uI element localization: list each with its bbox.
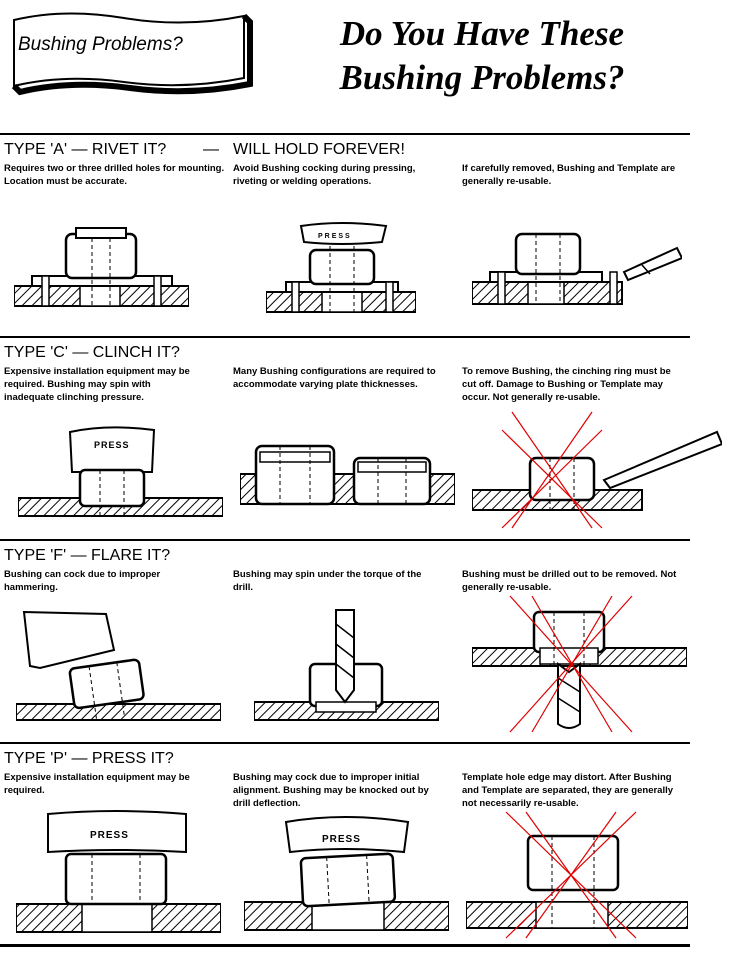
figure-rivet-mounted <box>14 224 189 316</box>
divider <box>0 539 690 541</box>
desc-a-2: Avoid Bushing cocking during pressing, r… <box>233 163 416 187</box>
figure-clinch-configurations <box>240 440 455 520</box>
figure-press-distortion <box>466 810 688 940</box>
figure-flare-drill-out <box>472 594 687 734</box>
figure-press-installation: PRESS <box>16 808 221 936</box>
row-subtitle-type-a: WILL HOLD FOREVER! <box>233 141 405 158</box>
figure-press-misalignment: PRESS <box>244 812 449 934</box>
desc-a-3: If carefully removed, Bushing and Templa… <box>462 163 676 187</box>
desc-p-1: Expensive installation equipment may be … <box>4 772 190 796</box>
figure-clinch-removal <box>472 410 722 532</box>
desc-f-1: Bushing can cock due to improper hammeri… <box>4 569 161 593</box>
divider <box>0 133 690 135</box>
figure-rivet-pressing: PRESS <box>266 220 416 320</box>
row-title-type-a: TYPE 'A' — RIVET IT? <box>4 141 167 158</box>
figure-flare-drill-spin <box>254 604 439 724</box>
press-label: PRESS <box>318 233 352 240</box>
figure-clinch-pressing: PRESS <box>18 422 223 522</box>
desc-c-2: Many Bushing configurations are required… <box>233 366 436 390</box>
figure-rivet-removal <box>472 220 682 320</box>
press-label: PRESS <box>322 834 361 845</box>
desc-c-1: Expensive installation equipment may be … <box>4 366 190 403</box>
figure-flare-hammering <box>16 606 221 726</box>
banner-ribbon <box>4 8 254 100</box>
row-title-type-f: TYPE 'F' — FLARE IT? <box>4 547 171 564</box>
press-label: PRESS <box>90 830 129 841</box>
desc-a-1: Requires two or three drilled holes for … <box>4 163 225 187</box>
page-title-line2: Bushing Problems? <box>339 58 625 97</box>
desc-p-3: Template hole edge may distort. After Bu… <box>462 772 674 809</box>
row-title-type-c: TYPE 'C' — CLINCH IT? <box>4 344 180 361</box>
desc-f-3: Bushing must be drilled out to be remove… <box>462 569 677 593</box>
row-title-type-p: TYPE 'P' — PRESS IT? <box>4 750 174 767</box>
desc-f-2: Bushing may spin under the torque of the… <box>233 569 422 593</box>
press-label: PRESS <box>94 440 130 450</box>
desc-c-3: To remove Bushing, the cinching ring mus… <box>462 366 671 403</box>
divider <box>0 742 690 744</box>
desc-p-2: Bushing may cock due to improper initial… <box>233 772 429 809</box>
page-title: Do You Have These Bushing Problems? <box>262 12 702 100</box>
divider <box>0 944 690 947</box>
banner-label: Bushing Problems? <box>18 34 183 55</box>
title-dash: — <box>203 141 219 158</box>
page-title-line1: Do You Have These <box>339 14 625 53</box>
divider <box>0 336 690 338</box>
